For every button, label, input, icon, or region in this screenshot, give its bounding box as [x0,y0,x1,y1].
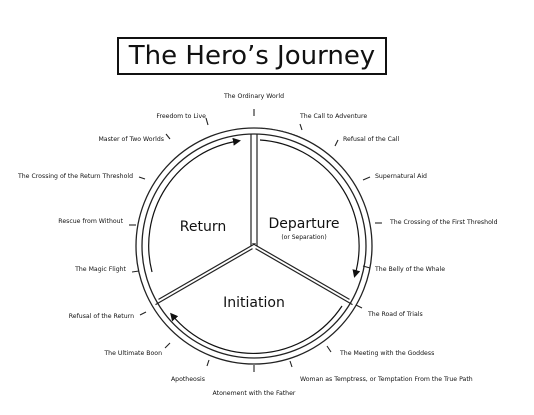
title-box: The Hero’s Journey [117,37,387,75]
stage-tick [289,360,293,368]
return-label: Return [180,219,226,235]
stage-tick [131,270,140,273]
stage-tick [334,139,339,147]
stage-tick [206,359,210,367]
stage-label: Freedom to Live [156,113,206,120]
stage-label: Master of Two Worlds [98,136,164,143]
outer-ring [135,127,373,365]
initiation-label: Initiation [223,295,285,311]
stage-label: Refusal of the Return [69,313,134,320]
stage-tick [299,123,303,131]
stage-tick [362,265,371,269]
stage-label: The Crossing of the Return Threshold [17,173,133,180]
threshold-dotted-arc [257,127,301,138]
stage-tick [205,117,209,126]
stage-label: Apotheosis [171,376,205,383]
departure-sublabel: (or Separation) [281,234,326,241]
stage-label: The Ordinary World [223,93,284,100]
stage-label: Supernatural Aid [375,173,427,180]
diagram-title: The Hero’s Journey [128,41,376,71]
stage-label: The Road of Trials [367,311,423,318]
stage-label: The Belly of the Whale [374,266,445,273]
stage-label: Rescue from Without [58,218,123,225]
stage-label: Refusal of the Call [343,136,400,143]
stage-tick [326,345,332,353]
inner-ring [141,133,367,359]
stage-tick [355,304,363,309]
departure-arrow [259,139,361,278]
stage-tick [139,311,147,316]
stage-tick [165,133,171,140]
stage-label: The Magic Flight [74,266,126,273]
stage-tick [164,342,171,349]
stage-tick [362,176,371,181]
return-arrow [148,137,241,273]
stage-label: The Call to Adventure [299,113,367,120]
departure-label: Departure [268,216,339,232]
stage-label: The Ultimate Boon [103,350,162,357]
stage-label: The Meeting with the Goddess [339,350,434,357]
stage-label: Woman as Temptress, or Temptation From t… [300,376,473,383]
stage-tick [138,176,146,180]
initiation-arrow [170,305,343,354]
stage-label: The Crossing of the First Threshold [389,219,498,226]
sector-dividers [155,134,353,306]
stage-label: Atonement with the Father [213,390,296,397]
